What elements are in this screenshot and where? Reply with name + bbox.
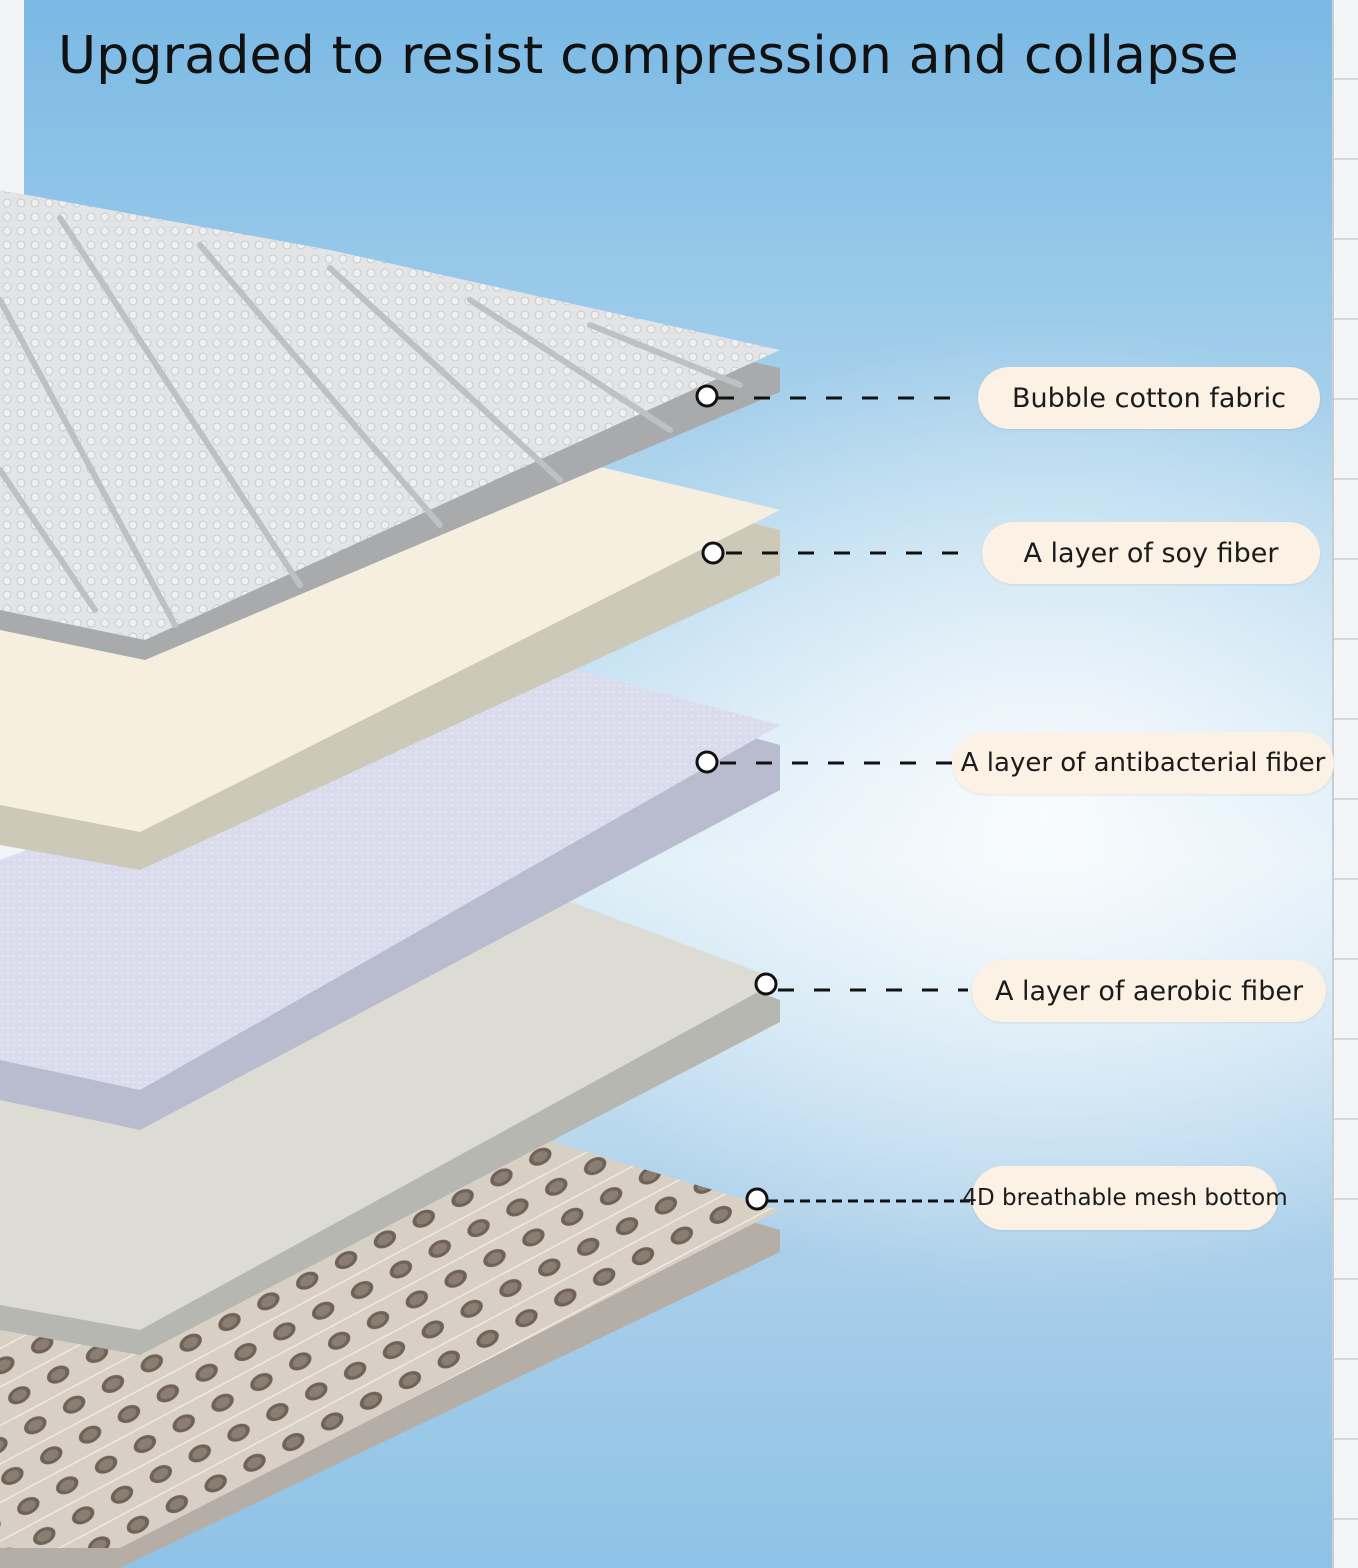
label-antibacterial-fiber: A layer of antibacterial fiber [952, 732, 1334, 794]
antibacterial-fiber-layer [0, 660, 780, 1130]
bubble-cotton-layer [0, 190, 780, 660]
label-bubble-cotton: Bubble cotton fabric [978, 367, 1320, 429]
leader-line-soy [701, 541, 970, 565]
label-soy-fiber-text: A layer of soy fiber [1023, 537, 1279, 569]
label-antibacterial-fiber-text: A layer of antibacterial fiber [960, 748, 1326, 778]
leader-line-mesh [745, 1187, 972, 1211]
label-bubble-cotton-text: Bubble cotton fabric [1012, 382, 1286, 414]
label-mesh-bottom-text: 4D breathable mesh bottom [962, 1185, 1288, 1211]
leader-line-bubble [695, 384, 970, 408]
leader-line-aerobic [754, 972, 968, 996]
soy-fiber-layer [0, 450, 780, 870]
label-aerobic-fiber: A layer of aerobic fiber [972, 960, 1326, 1022]
page-title: Upgraded to resist compression and colla… [58, 26, 1239, 86]
label-soy-fiber: A layer of soy fiber [982, 522, 1320, 584]
leader-line-antibacterial [695, 750, 952, 774]
aerobic-fiber-layer [0, 898, 780, 1355]
right-margin-strip [1332, 0, 1358, 1568]
label-aerobic-fiber-text: A layer of aerobic fiber [994, 975, 1304, 1007]
label-mesh-bottom: 4D breathable mesh bottom [962, 1166, 1288, 1230]
